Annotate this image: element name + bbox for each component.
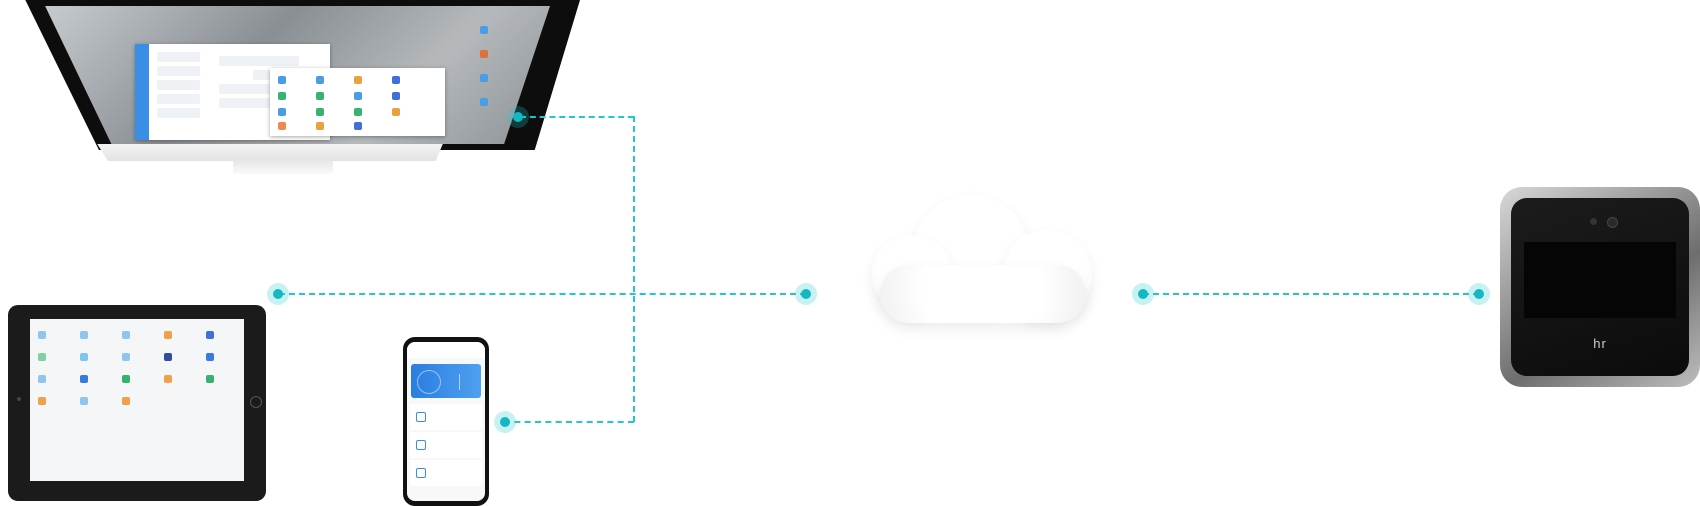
app-icon[interactable] [278,92,286,100]
phone-banner [411,364,481,398]
app-icon[interactable] [122,329,166,341]
app-icon[interactable] [80,329,124,341]
app-icon[interactable] [164,373,208,385]
app-icon[interactable] [316,92,324,100]
desktop-icon[interactable] [480,50,488,58]
terminal-display [1524,242,1676,318]
app-icon[interactable] [392,76,400,84]
globe-icon [417,370,441,394]
cloud-icon [872,195,1102,345]
device-icon [416,440,426,450]
list-item[interactable] [157,94,200,104]
smartphone [403,337,489,506]
list-item[interactable] [157,66,200,76]
list-item[interactable] [410,432,482,458]
tablet-home-button [250,396,262,408]
apps-window [270,68,445,136]
grid-icon [416,412,426,422]
app-icon[interactable] [122,351,166,363]
monitor-screen [45,6,550,144]
app-icon[interactable] [392,108,400,116]
connector-line [504,421,634,423]
list-item[interactable] [410,460,482,486]
app-icon[interactable] [80,373,124,385]
connector-node [1468,283,1490,305]
desktop-monitor [0,0,582,175]
app-icon[interactable] [122,373,166,385]
camera-icon [1607,217,1618,228]
app-icon[interactable] [38,329,82,341]
message-bubble [219,56,299,66]
phone-header [407,342,485,358]
brand-logo: hr [1593,336,1607,351]
app-icon[interactable] [164,351,208,363]
app-icon[interactable] [38,351,82,363]
desktop-icon[interactable] [480,74,488,82]
connector-line [1143,293,1479,295]
chat-sidebar [135,44,149,140]
app-icon[interactable] [122,395,166,407]
app-icon[interactable] [278,108,286,116]
app-icon[interactable] [80,351,124,363]
monitor-chin [97,144,443,161]
connector-node [267,283,289,305]
settings-icon [416,468,426,478]
terminal-face: hr [1511,198,1689,376]
chat-list [151,48,206,122]
connector-node [1132,283,1154,305]
tablet-camera [17,397,21,401]
app-icon[interactable] [354,108,362,116]
app-icon[interactable] [316,122,324,130]
list-item[interactable] [410,404,482,430]
app-icon[interactable] [38,395,82,407]
app-icon[interactable] [316,76,324,84]
desktop-icon[interactable] [480,98,488,106]
monitor-stand [233,160,333,174]
message-bubble [219,84,309,94]
app-icon[interactable] [80,395,124,407]
phone-screen [407,342,485,501]
app-icon[interactable] [278,122,286,130]
app-icon[interactable] [206,351,250,363]
app-icon[interactable] [354,122,362,130]
list-item[interactable] [157,52,200,62]
list-item[interactable] [157,108,200,118]
cloud-base [880,265,1086,323]
tablet-screen [30,319,244,481]
connector-line [520,116,634,118]
app-icon[interactable] [354,92,362,100]
app-icon[interactable] [206,329,250,341]
connector-node [507,106,529,128]
app-icon[interactable] [38,373,82,385]
camera-icon [1590,218,1597,225]
app-icon[interactable] [354,76,362,84]
app-icon[interactable] [206,373,250,385]
list-item[interactable] [157,80,200,90]
message-bubble [219,98,289,108]
app-icon[interactable] [164,329,208,341]
app-icon[interactable] [316,108,324,116]
app-icon[interactable] [278,76,286,84]
connector-node [795,283,817,305]
face-recognition-terminal: hr [1500,187,1700,387]
stat-divider [459,374,460,390]
desktop-icon[interactable] [480,26,488,34]
connector-line [633,116,635,422]
connector-node [494,411,516,433]
tablet [8,305,266,501]
connector-line [279,293,806,295]
app-icon[interactable] [392,92,400,100]
